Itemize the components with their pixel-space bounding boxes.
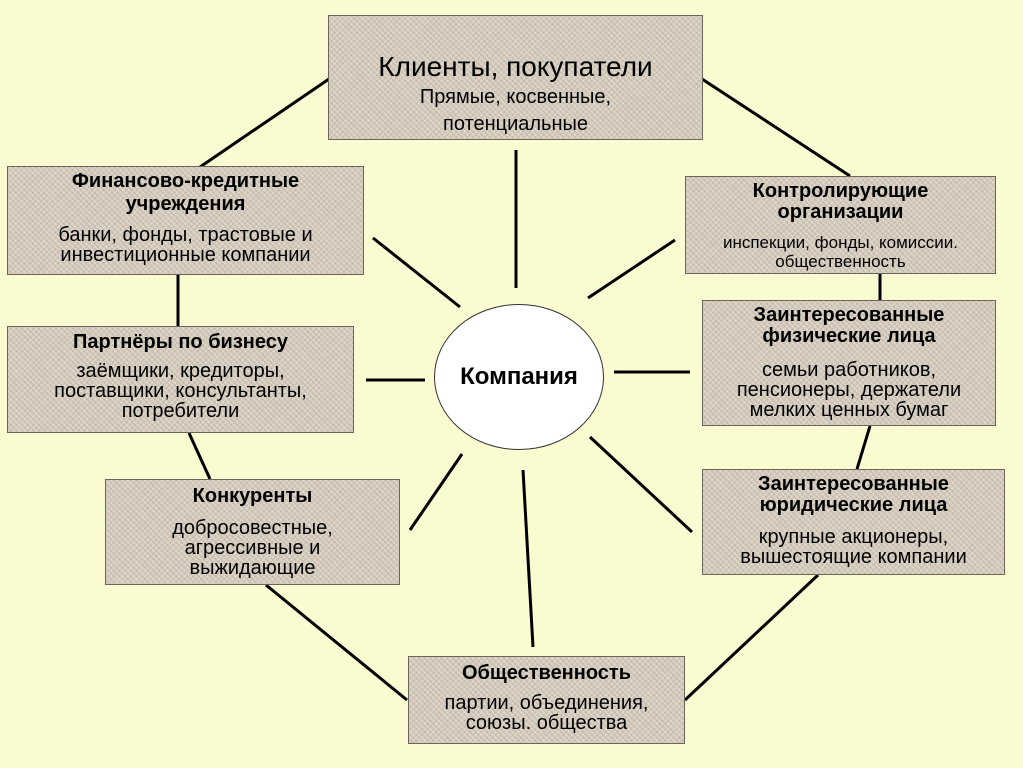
node-control-subtitle-line: инспекции, фонды, комиссии. — [722, 233, 959, 252]
ring-legal-public — [683, 573, 820, 702]
node-partners: Партнёры по бизнесу заёмщики, кредиторы,… — [7, 326, 354, 433]
ring-clients-control — [701, 77, 851, 178]
node-finance-subtitle-line: инвестиционные компании — [60, 244, 311, 266]
node-public-subtitle-line: партии, объединения, — [444, 692, 649, 714]
node-control-title-line: Контролирующие — [752, 180, 929, 202]
node-legal-subtitle-line: крупные акционеры, — [758, 526, 949, 548]
node-legal-subtitle-line: вышестоящие компании — [740, 546, 967, 568]
node-control-subtitle: инспекции, фонды, комиссии. общественнос… — [686, 233, 995, 271]
node-clients-subtitle-line: потенциальные — [443, 113, 588, 135]
node-legal-subtitle: крупные акционеры, вышестоящие компании — [703, 527, 1004, 567]
node-finance-title-line: Финансово-кредитные — [71, 170, 300, 192]
node-legal-title-line: юридические лица — [759, 494, 948, 516]
node-finance-title: Финансово-кредитные учреждения — [8, 170, 363, 216]
node-competitors-subtitle: добросовестные, агрессивные и выжидающие — [106, 518, 399, 578]
ring-individuals-legal — [855, 425, 872, 470]
company-center-node: Компания — [434, 304, 604, 450]
spoke-finance — [372, 236, 461, 309]
node-partners-subtitle-line: поставщики, консультанты, — [54, 380, 307, 402]
node-partners-subtitle-line: потребители — [121, 400, 240, 422]
node-individuals-subtitle-line: семьи работников, — [761, 359, 937, 381]
node-public-title: Общественность — [461, 662, 632, 684]
ring-partners-competitors — [187, 432, 212, 480]
spoke-control — [587, 238, 676, 300]
node-finance: Финансово-кредитные учреждения банки, фо… — [7, 166, 364, 275]
node-competitors-title: Конкуренты — [192, 485, 313, 507]
company-label: Компания — [460, 363, 578, 390]
node-clients-subtitle: Прямые, косвенные, потенциальные — [329, 84, 702, 138]
node-public-subtitle-line: союзы. общества — [465, 712, 628, 734]
node-individuals-title: Заинтересованные физические лица — [703, 304, 995, 348]
node-control: Контролирующие организации инспекции, фо… — [685, 176, 996, 274]
node-control-title-line: организации — [777, 201, 904, 223]
node-public-subtitle: партии, объединения, союзы. общества — [409, 693, 684, 733]
node-competitors-subtitle-line: выжидающие — [189, 557, 316, 579]
node-finance-subtitle-line: банки, фонды, трастовые и — [58, 224, 313, 246]
node-competitors: Конкуренты добросовестные, агрессивные и… — [105, 479, 400, 585]
node-competitors-subtitle-line: агрессивные и — [184, 537, 321, 559]
ring-clients-finance — [199, 77, 330, 169]
node-finance-title-line: учреждения — [125, 193, 246, 215]
node-clients-title: Клиенты, покупатели — [378, 51, 653, 82]
node-individuals-subtitle: семьи работников, пенсионеры, держатели … — [703, 360, 995, 420]
node-individuals-subtitle-line: пенсионеры, держатели — [736, 379, 962, 401]
node-clients: Клиенты, покупатели Прямые, косвенные, п… — [328, 15, 703, 140]
node-legal-title-line: Заинтересованные — [758, 473, 949, 495]
spoke-competitors — [408, 453, 464, 531]
node-control-subtitle-line: общественность — [775, 252, 906, 271]
node-clients-subtitle-line: Прямые, косвенные, — [419, 86, 612, 108]
node-partners-subtitle-line: заёмщики, кредиторы, — [76, 360, 285, 382]
spoke-legal — [588, 435, 694, 534]
node-partners-subtitle: заёмщики, кредиторы, поставщики, консуль… — [8, 361, 353, 421]
node-control-title: Контролирующие организации — [686, 180, 995, 224]
node-individuals-title-line: физические лица — [762, 325, 936, 347]
node-individuals: Заинтересованные физические лица семьи р… — [702, 300, 996, 426]
spoke-public — [521, 469, 535, 648]
node-finance-subtitle: банки, фонды, трастовые и инвестиционные… — [8, 225, 363, 265]
node-individuals-subtitle-line: мелких ценных бумаг — [749, 399, 949, 421]
node-legal-title: Заинтересованные юридические лица — [703, 473, 1004, 517]
node-legal: Заинтересованные юридические лица крупны… — [702, 469, 1005, 575]
node-competitors-subtitle-line: добросовестные, — [172, 517, 333, 539]
node-individuals-title-line: Заинтересованные — [753, 304, 945, 326]
node-partners-title: Партнёры по бизнесу — [73, 331, 288, 353]
node-public: Общественность партии, объединения, союз… — [408, 656, 685, 744]
ring-competitors-public — [265, 583, 408, 702]
